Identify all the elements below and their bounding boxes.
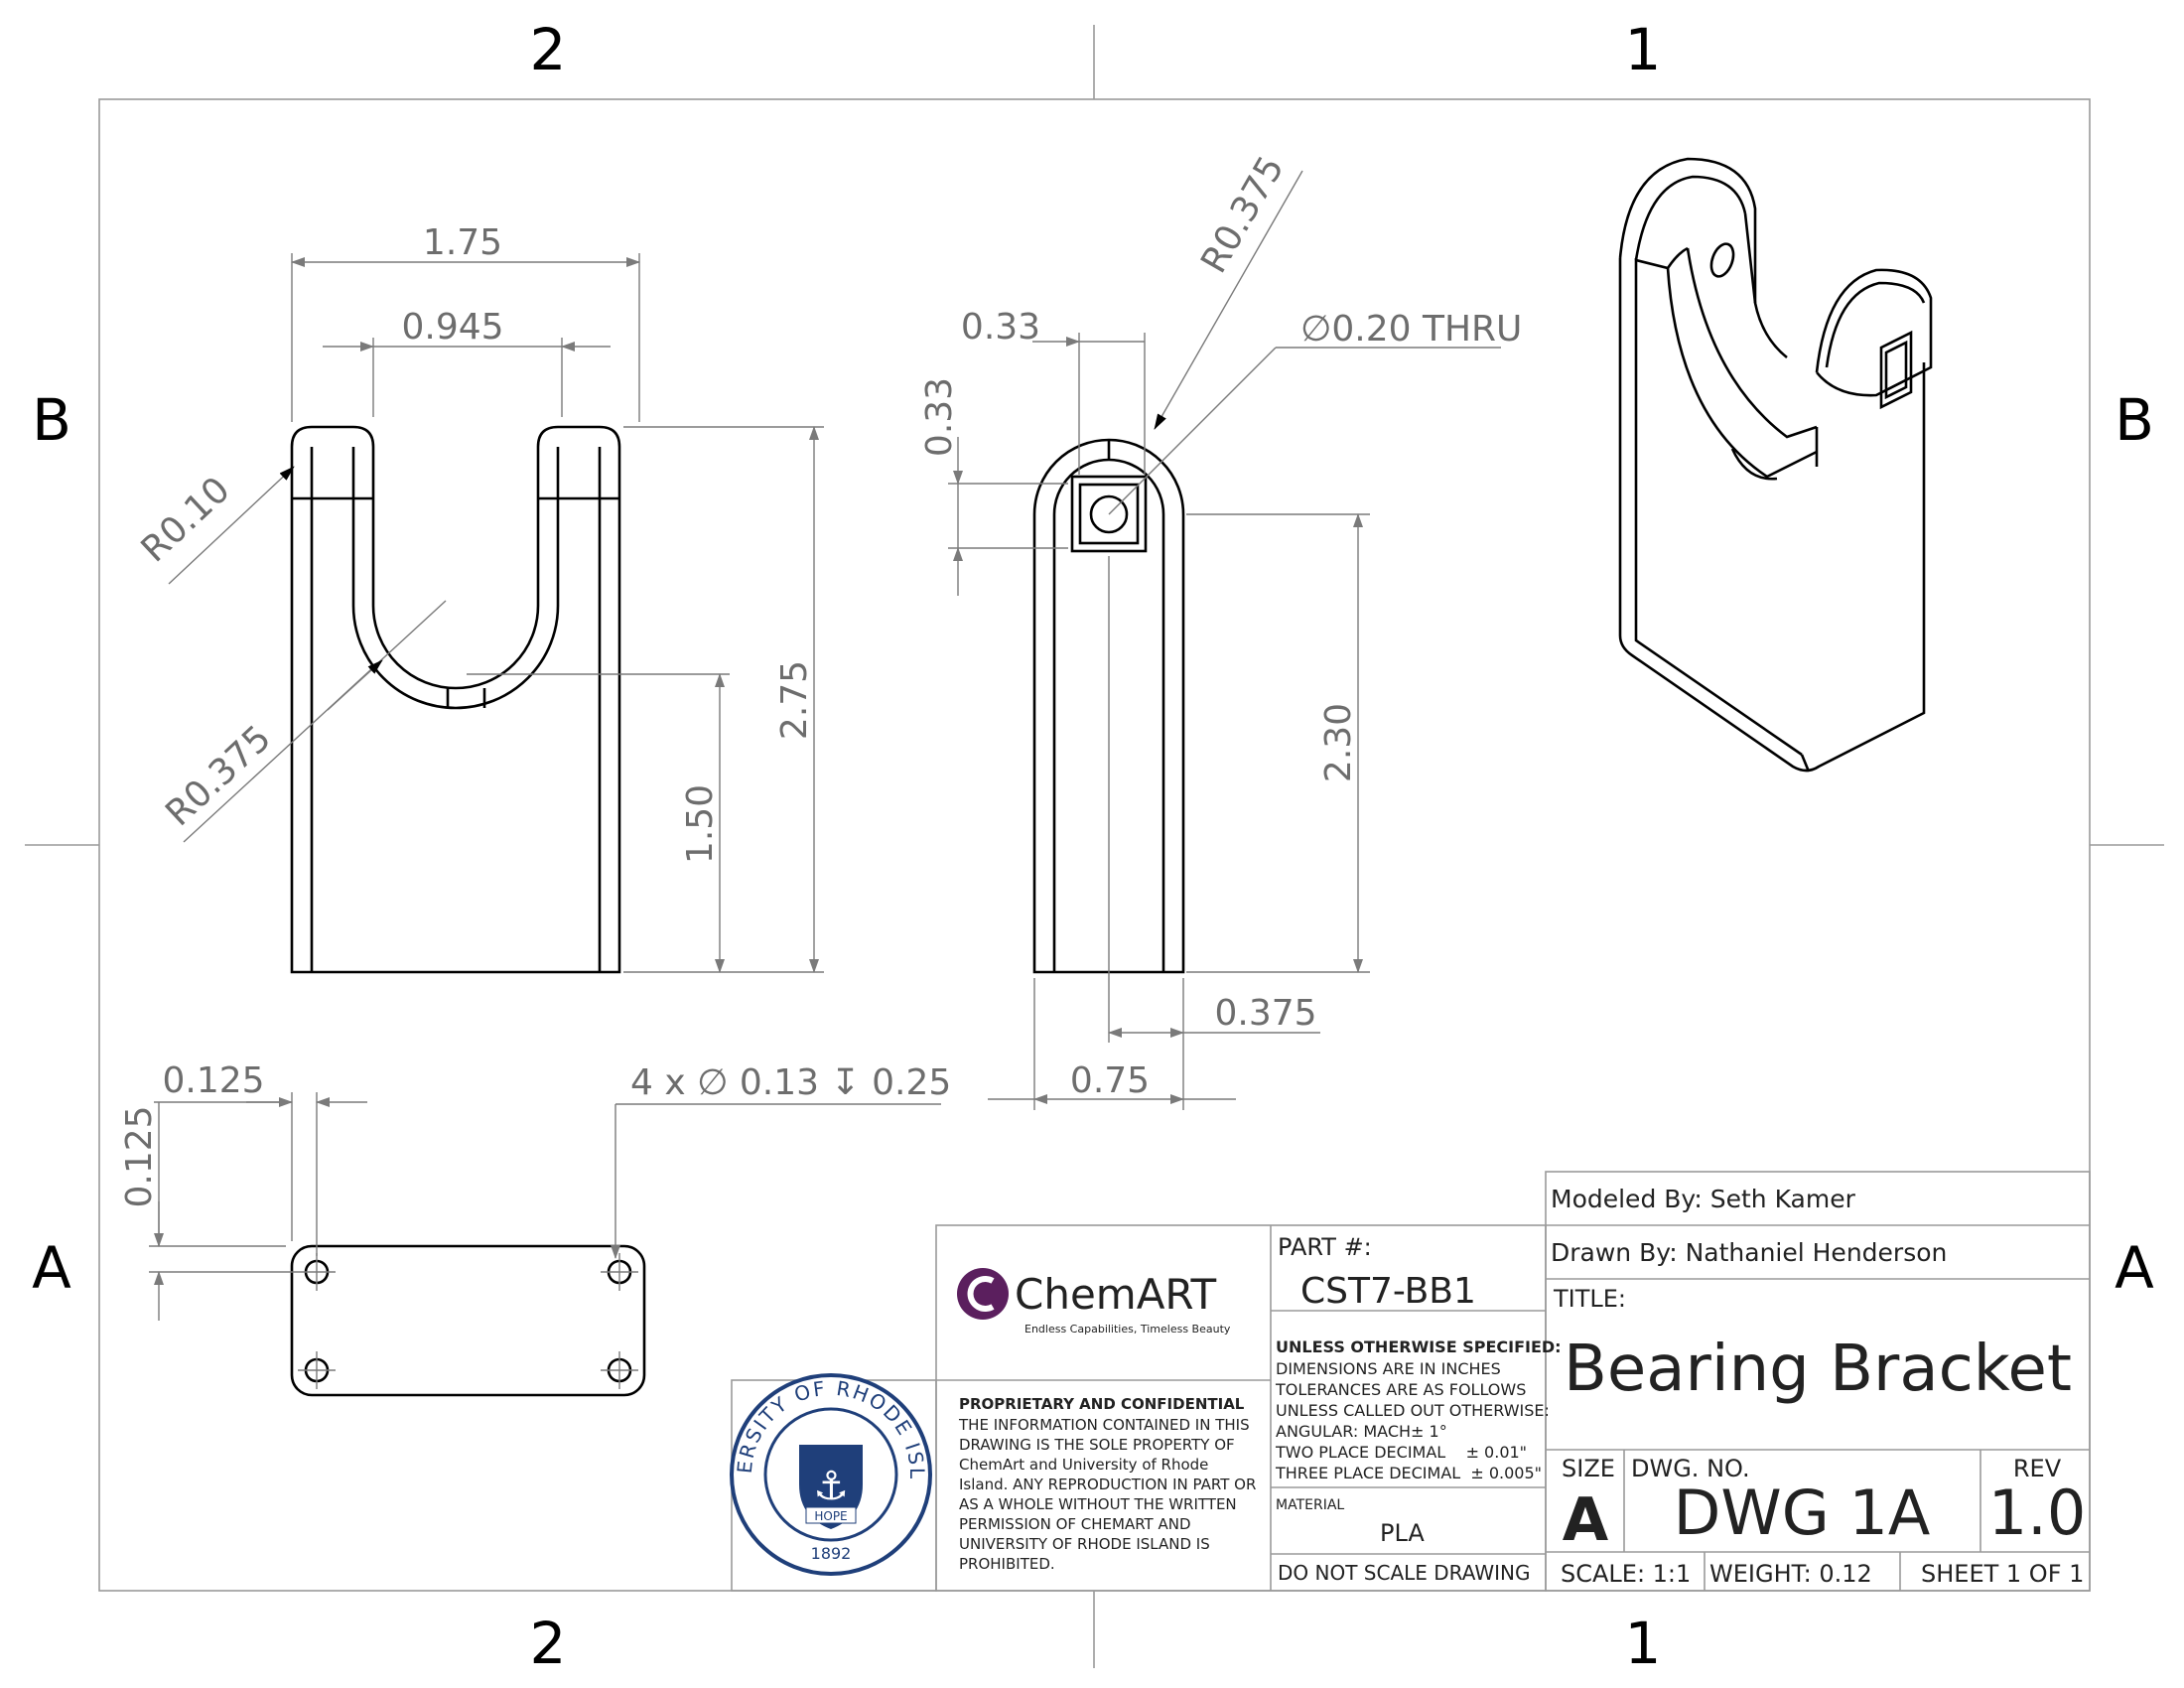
bottom-view-dimensions: 0.125 0.125 4 x ∅ 0.13 ↧ 0.25 [119, 1060, 951, 1321]
zone-label-bottom-2: 2 [530, 1610, 567, 1677]
dim-hole-height: 2.30 [1318, 703, 1359, 782]
unless-line: TWO PLACE DECIMAL ± 0.01" [1275, 1443, 1527, 1462]
zone-label-top-2: 2 [530, 16, 567, 83]
proprietary-line: UNIVERSITY OF RHODE ISLAND IS [959, 1535, 1210, 1553]
part-number: CST7-BB1 [1300, 1271, 1476, 1312]
material: PLA [1380, 1519, 1425, 1547]
unless-line: DIMENSIONS ARE IN INCHES [1276, 1359, 1501, 1378]
chemart-logo: ChemART Endless Capabilities, Timeless B… [957, 1268, 1231, 1336]
dim-hole-offset-x: 0.125 [162, 1060, 264, 1101]
unless-line: ANGULAR: MACH± 1° [1276, 1422, 1447, 1441]
dim-square-height: 0.33 [919, 377, 960, 457]
dim-thickness: 0.75 [1070, 1060, 1150, 1101]
proprietary-line: ChemArt and University of Rhode [959, 1456, 1208, 1474]
proprietary-line: PERMISSION OF CHEMART AND [959, 1515, 1191, 1533]
zone-label-bottom-1: 1 [1625, 1610, 1662, 1677]
scale: SCALE: 1:1 [1561, 1560, 1691, 1588]
unless-heading: UNLESS OTHERWISE SPECIFIED: [1276, 1337, 1562, 1356]
do-not-scale: DO NOT SCALE DRAWING [1278, 1561, 1530, 1585]
dim-height-overall: 2.75 [774, 660, 815, 740]
seal-motto: HOPE [814, 1509, 847, 1523]
zone-label-left-a: A [32, 1234, 71, 1302]
proprietary-line: DRAWING IS THE SOLE PROPERTY OF [959, 1436, 1235, 1454]
unless-line: UNLESS CALLED OUT OTHERWISE: [1276, 1401, 1550, 1420]
weight: WEIGHT: 0.12 [1709, 1560, 1872, 1588]
seal-year: 1892 [811, 1544, 852, 1563]
proprietary-line: PROHIBITED. [959, 1555, 1055, 1573]
dim-square-width: 0.33 [961, 307, 1040, 348]
dim-width-overall: 1.75 [423, 222, 502, 263]
proprietary-heading: PROPRIETARY AND CONFIDENTIAL [959, 1395, 1245, 1413]
dwg-no-label: DWG. NO. [1631, 1455, 1750, 1482]
sheet-number: SHEET 1 OF 1 [1921, 1560, 2084, 1588]
hole-callout-pattern: 4 x ∅ 0.13 ↧ 0.25 [630, 1062, 951, 1103]
unless-line: TOLERANCES ARE AS FOLLOWS [1275, 1380, 1526, 1399]
dim-slot-bottom-height: 1.50 [680, 784, 721, 864]
zone-label-left-b: B [32, 386, 71, 454]
anchor-icon: ⚓ [813, 1464, 849, 1509]
bottom-view [290, 1244, 646, 1397]
proprietary-line: AS A WHOLE WITHOUT THE WRITTEN [959, 1495, 1237, 1513]
dim-corner-radius: R0.10 [134, 470, 238, 571]
zone-label-right-a: A [2115, 1234, 2154, 1302]
dim-hole-offset-y: 0.125 [119, 1105, 160, 1207]
title-label: TITLE: [1553, 1285, 1626, 1313]
proprietary-line: THE INFORMATION CONTAINED IN THIS [958, 1416, 1250, 1434]
drawn-by: Drawn By: Nathaniel Henderson [1551, 1238, 1947, 1267]
material-label: MATERIAL [1276, 1497, 1344, 1513]
part-label: PART #: [1278, 1233, 1372, 1261]
rev-label: REV [2013, 1455, 2062, 1482]
modeled-by: Modeled By: Seth Kamer [1551, 1185, 1856, 1213]
proprietary-line: Island. ANY REPRODUCTION IN PART OR [959, 1476, 1256, 1493]
hole-callout-thru: ∅0.20 THRU [1300, 309, 1522, 350]
drawing-title: Bearing Bracket [1564, 1333, 2072, 1406]
zone-label-right-b: B [2115, 386, 2154, 454]
sheet-size: A [1563, 1485, 1609, 1555]
side-view-dimensions: 0.33 0.33 R0.375 ∅0.20 THRU 2.30 0.375 0… [919, 150, 1522, 1110]
dwg-number: DWG 1A [1674, 1477, 1931, 1549]
isometric-view [1618, 157, 1933, 773]
revision: 1.0 [1988, 1477, 2087, 1549]
side-view [1032, 438, 1185, 974]
size-label: SIZE [1562, 1455, 1615, 1482]
dim-hole-offset: 0.375 [1214, 993, 1316, 1034]
dim-slot-radius: R0.375 [158, 718, 279, 834]
logo-name: ChemART [1015, 1270, 1217, 1319]
title-block: Modeled By: Seth Kamer Drawn By: Nathani… [0, 0, 2091, 1592]
front-view [290, 425, 621, 974]
unless-line: THREE PLACE DECIMAL ± 0.005" [1275, 1464, 1542, 1482]
front-view-dimensions: 1.75 0.945 2.75 1.50 R0.10 R0.375 [134, 222, 824, 973]
dim-slot-width: 0.945 [401, 307, 503, 348]
zone-label-top-1: 1 [1625, 16, 1662, 83]
logo-tagline: Endless Capabilities, Timeless Beauty [1024, 1323, 1231, 1336]
